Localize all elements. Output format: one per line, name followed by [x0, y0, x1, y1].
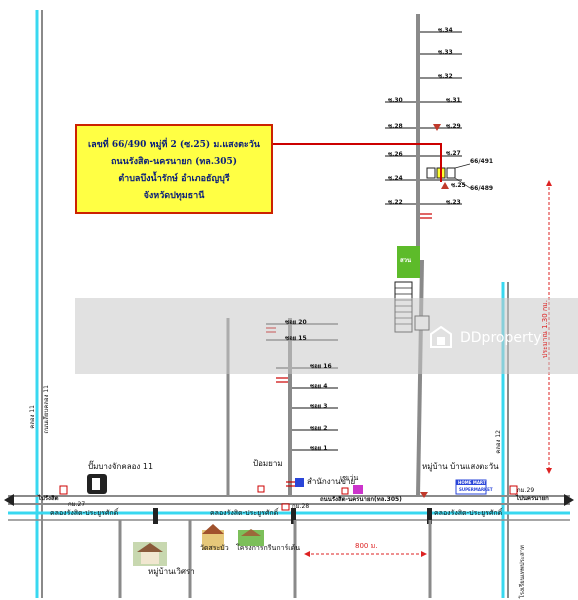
- police-box-label: ป้อมยาม: [253, 459, 283, 468]
- soi-label: ซ.23: [446, 199, 461, 206]
- village-sun-label: หมู่บ้าน บ้านแสงตะวัน: [422, 462, 499, 471]
- right-sois: [385, 31, 462, 205]
- km-marker: [509, 485, 518, 495]
- km-marker: [59, 485, 68, 495]
- soi-label: ซ.22: [388, 199, 403, 206]
- sales-office-label: สำนักงานขาย: [307, 477, 356, 486]
- km27-label: กม.27: [68, 501, 86, 508]
- soi-label: ซ.25: [451, 182, 466, 189]
- temple-label: วัดสระบัว: [200, 544, 229, 552]
- soi-label: ซอย 2: [310, 425, 328, 432]
- bridge: [153, 508, 158, 524]
- plot-box: [446, 167, 456, 179]
- soi-label: ซ.32: [438, 73, 453, 80]
- bridge: [291, 508, 296, 524]
- arrow-right-icon: [564, 494, 574, 506]
- project-green-label: โครงการกรีนการ์เด้น: [236, 544, 300, 552]
- triangle-marker-icon: [420, 492, 428, 498]
- plot-box: [426, 167, 436, 179]
- sign-marker: [257, 485, 265, 493]
- seven-eleven-label: เซเว่น: [340, 474, 359, 482]
- home-mart-sublabel: SUPERMARKET: [459, 487, 493, 492]
- canal-11-road-label: ถนนเลียบคลอง 11: [43, 385, 50, 434]
- sales-office-icon: [295, 478, 304, 487]
- plot-label: 66/491: [470, 158, 494, 165]
- main-soi-right-lower: [416, 259, 424, 497]
- park-label: สวน: [400, 257, 412, 264]
- park-area: [397, 246, 420, 278]
- watermark-band: [75, 298, 578, 374]
- triangle-marker-icon: [433, 124, 441, 131]
- canal-label-left: คลองรังสิต-ประยูรศักดิ์: [50, 509, 119, 517]
- soi-label: ซ.34: [438, 27, 453, 34]
- address-line-4: จังหวัดปทุมธานี: [143, 190, 205, 201]
- arrow-left-icon: [4, 494, 14, 506]
- watermark-text: DDproperty: [460, 330, 542, 346]
- temple-image: [202, 530, 224, 550]
- main-road-label: ถนนรังสิต-นครนายก(ทล.305): [320, 496, 402, 503]
- location-marker-icon: [441, 182, 449, 189]
- address-line-1: เลขที่ 66/490 หมู่ที่ 2 (ซ.25) ม.แสงตะวั…: [88, 139, 260, 150]
- soi-label: ซอย 20: [285, 319, 307, 326]
- canal-11-label: คลอง 11: [29, 405, 36, 429]
- canal-12-label: คลอง 12: [495, 430, 502, 454]
- soi-label: ซ.33: [438, 49, 453, 56]
- soi-label: ซอย 16: [310, 363, 332, 370]
- address-box: เลขที่ 66/490 หมู่ที่ 2 (ซ.25) ม.แสงตะวั…: [75, 124, 273, 214]
- sign-marker: [341, 487, 349, 495]
- soi-label: ซ.27: [446, 150, 461, 157]
- km-marker: [281, 503, 290, 511]
- seven-eleven-icon: [353, 485, 363, 494]
- village-wiset-label: หมู่บ้านเวิศรา: [148, 567, 195, 576]
- gas-station-label: ปั๊มบางจักคลอง 11: [88, 462, 154, 471]
- gate: [420, 213, 432, 219]
- bridge: [427, 508, 432, 524]
- soi-label: ซ.26: [388, 151, 403, 158]
- school-label: โรงเรียนเทพประสาท: [519, 545, 526, 599]
- pointer-line: [273, 143, 442, 182]
- home-mart-label: HOME MART: [458, 480, 486, 485]
- soi-label: ซ.30: [388, 97, 403, 104]
- address-line-3: ตำบลบึงน้ำรักษ์ อำเภอธัญบุรี: [118, 173, 230, 184]
- soi-label: ซอย 15: [285, 335, 307, 342]
- soi-label: ซอย 3: [310, 403, 328, 410]
- distance-vertical-label: ประมาณ 1.30 กม.: [541, 300, 549, 359]
- distance-horizontal-label: 800 ม.: [355, 542, 378, 550]
- canal-label-right: คลองรังสิต-ประยูรศักดิ์: [434, 509, 503, 517]
- ddproperty-logo-icon: [430, 326, 452, 348]
- to-nakhon-nayok-label: ไปนครนายก: [516, 495, 549, 502]
- soi-label: ซ.28: [388, 123, 403, 130]
- km29-label: กม.29: [517, 487, 535, 494]
- soi-label: ซอย 4: [310, 383, 328, 390]
- to-rangsit-label: ไปรังสิต: [38, 495, 59, 502]
- km28-label: กม.28: [292, 503, 310, 510]
- address-line-2: ถนนรังสิต-นครนายก (ทล.305): [110, 156, 237, 167]
- soi-label: ซอย 1: [310, 445, 328, 452]
- soi-label: ซ.24: [388, 175, 403, 182]
- canal-label-mid: คลองรังสิต-ประยูรศักดิ์: [210, 509, 279, 517]
- soi-label: ซ.29: [446, 123, 461, 130]
- soi-label: ซ.31: [446, 97, 461, 104]
- plot-label: 66/489: [470, 185, 494, 192]
